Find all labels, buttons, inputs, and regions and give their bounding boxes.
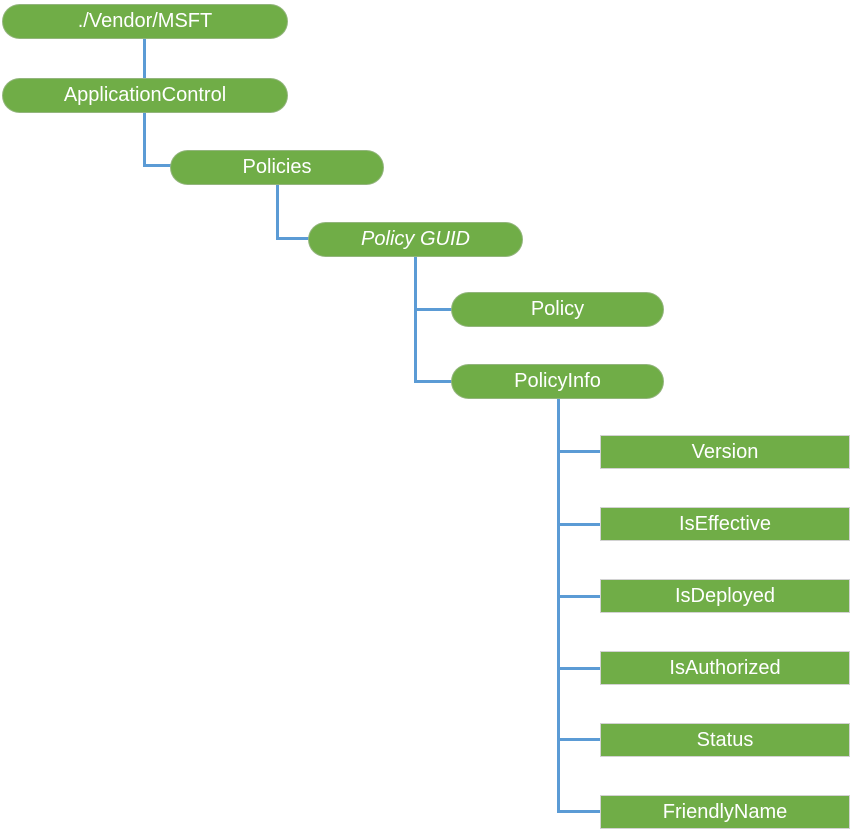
- node-applicationcontrol-label: ApplicationControl: [63, 84, 227, 106]
- node-policy-guid: Policy GUID: [308, 222, 523, 257]
- node-applicationcontrol: ApplicationControl: [2, 78, 288, 113]
- node-status: Status: [600, 723, 850, 757]
- connector-policyinfo-to-friendlyname: [557, 810, 601, 813]
- node-policy-guid-label: Policy GUID: [361, 228, 470, 250]
- node-policy-label: Policy: [530, 298, 585, 320]
- connector-policies-to-policyguid: [276, 237, 309, 240]
- node-vendor-msft-label: ./Vendor/MSFT: [77, 10, 213, 32]
- node-policyinfo-label: PolicyInfo: [514, 370, 601, 392]
- node-iseffective: IsEffective: [600, 507, 850, 541]
- node-policies-label: Policies: [242, 156, 312, 178]
- connector-policyinfo-to-isdeployed: [557, 595, 601, 598]
- node-policy: Policy: [451, 292, 664, 327]
- node-iseffective-label: IsEffective: [679, 512, 771, 535]
- connector-policyguid-trunk-vertical: [414, 257, 417, 383]
- connector-policyinfo-to-isauthorized: [557, 667, 601, 670]
- node-policies: Policies: [170, 150, 384, 185]
- node-status-label: Status: [696, 728, 754, 751]
- connector-policyinfo-to-iseffective: [557, 523, 601, 526]
- connector-applicationcontrol-elbow-vertical: [143, 113, 146, 167]
- connector-policyinfo-to-version: [557, 450, 601, 453]
- node-version: Version: [600, 435, 850, 469]
- connector-policyguid-to-policyinfo: [414, 380, 452, 383]
- node-isdeployed: IsDeployed: [600, 579, 850, 613]
- connector-root-to-applicationcontrol: [143, 39, 146, 79]
- connector-policyguid-to-policy: [414, 308, 452, 311]
- connector-applicationcontrol-to-policies: [143, 164, 171, 167]
- node-vendor-msft: ./Vendor/MSFT: [2, 4, 288, 39]
- node-isauthorized-label: IsAuthorized: [669, 656, 781, 679]
- node-friendlyname-label: FriendlyName: [662, 800, 788, 823]
- node-policyinfo: PolicyInfo: [451, 364, 664, 399]
- node-isdeployed-label: IsDeployed: [674, 584, 776, 607]
- connector-policies-elbow-vertical: [276, 185, 279, 240]
- node-version-label: Version: [691, 440, 759, 463]
- connector-policyinfo-trunk-vertical: [557, 399, 560, 813]
- node-isauthorized: IsAuthorized: [600, 651, 850, 685]
- node-friendlyname: FriendlyName: [600, 795, 850, 829]
- connector-policyinfo-to-status: [557, 738, 601, 741]
